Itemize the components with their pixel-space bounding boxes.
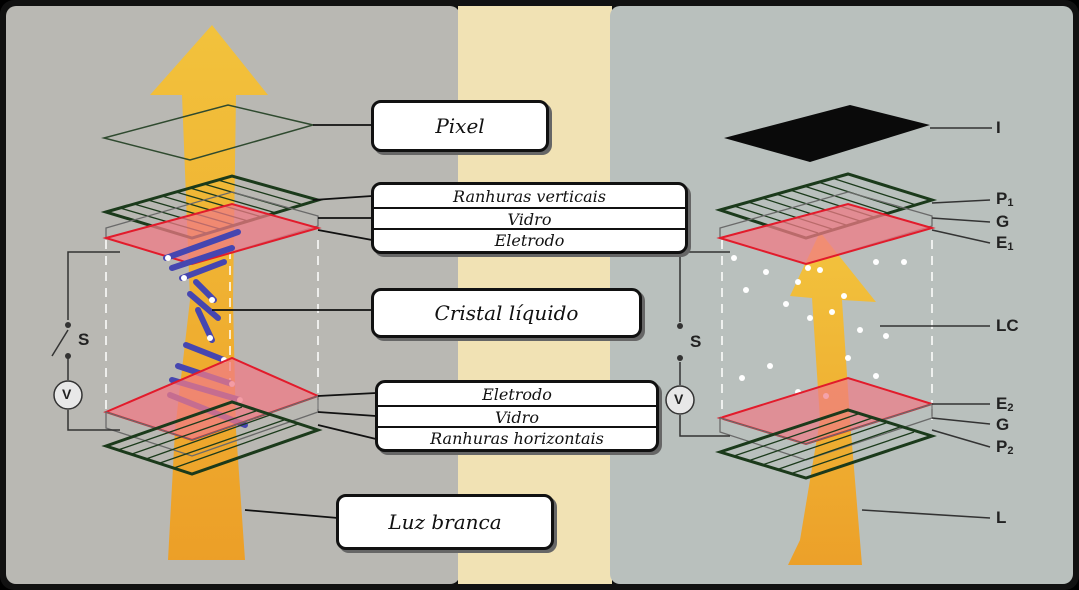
label-LC: LC [996, 316, 1019, 335]
left-circuit [51, 251, 120, 431]
voltmeter-label-left: V [62, 386, 72, 402]
label-liquid-crystal: Cristal líquido [371, 288, 642, 338]
right-top-electrode [716, 202, 936, 266]
label-P2: P2 [996, 437, 1014, 457]
right-leader-lines [861, 199, 991, 519]
label-I: I [996, 118, 1001, 137]
label-liquid-crystal-text: Cristal líquido [434, 301, 579, 325]
right-diagram [665, 105, 992, 565]
label-pixel-text: Pixel [435, 114, 485, 138]
label-pixel: Pixel [371, 100, 549, 152]
label-P1: P1 [996, 189, 1014, 209]
voltmeter-left [53, 380, 83, 410]
label-G-top: G [996, 212, 1010, 231]
bottom-polarizer [101, 400, 323, 476]
top-electrode [102, 202, 322, 266]
label-L: L [996, 508, 1007, 527]
switch-contact [65, 322, 71, 328]
label-white-light-text: Luz branca [388, 510, 502, 534]
label-top-glass: Vidro [374, 207, 685, 230]
switch-label-left: S [78, 330, 90, 349]
label-white-light: Luz branca [336, 494, 554, 550]
top-stack-labels: Ranhuras verticais Vidro Eletrodo [371, 182, 688, 254]
left-diagram [51, 25, 377, 560]
label-top-electrode: Eletrodo [374, 228, 685, 251]
switch-label-right: S [690, 332, 702, 351]
label-G-bottom: G [996, 415, 1010, 434]
bottom-stack-labels: Eletrodo Vidro Ranhuras horizontais [375, 380, 659, 452]
left-leader-lines [212, 124, 377, 519]
label-E2: E2 [996, 394, 1014, 414]
label-bottom-electrode: Eletrodo [482, 384, 552, 404]
label-E1: E1 [996, 233, 1014, 253]
switch-contact [65, 353, 71, 359]
voltmeter-label-right: V [674, 391, 684, 407]
dark-pixel [724, 105, 930, 162]
label-top-grooves: Ranhuras verticais [453, 186, 606, 206]
voltmeter-right [665, 385, 695, 415]
label-bottom-glass: Vidro [378, 405, 656, 428]
label-bottom-grooves: Ranhuras horizontais [378, 426, 656, 449]
